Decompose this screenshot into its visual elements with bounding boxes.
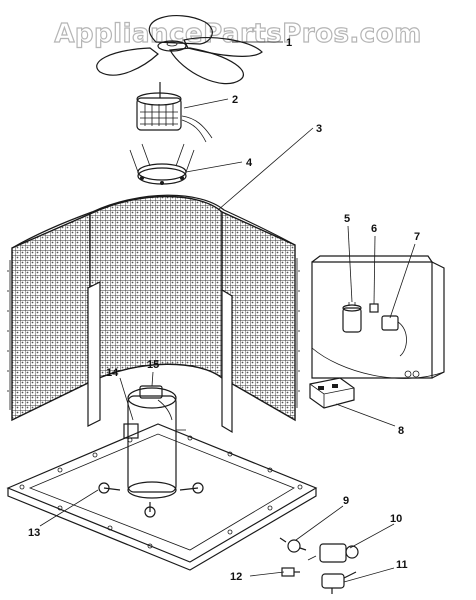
condenser-coil	[7, 194, 300, 434]
fan-blade	[96, 15, 263, 85]
callout-4: 4	[246, 157, 253, 169]
callout-6: 6	[371, 223, 377, 235]
callout-1: 1	[286, 37, 292, 49]
contactor	[309, 377, 355, 409]
callout-10: 10	[390, 513, 402, 525]
callout-13: 13	[28, 527, 40, 539]
callout-11: 11	[396, 559, 408, 571]
callout-15: 15	[147, 359, 159, 371]
motor-mount-bracket	[129, 143, 195, 185]
compressor	[103, 385, 199, 512]
service-valve-small	[279, 537, 307, 553]
callout-7: 7	[414, 231, 420, 243]
contactor-relay	[381, 315, 407, 357]
base-pan	[6, 423, 318, 571]
callout-8: 8	[398, 425, 404, 437]
fan-motor	[136, 82, 213, 143]
control-box	[311, 255, 445, 379]
callout-12: 12	[230, 571, 242, 583]
callout-9: 9	[343, 495, 349, 507]
watermark-text: AppliancePartsPros.com	[54, 19, 421, 49]
callout-2: 2	[232, 94, 238, 106]
service-valve-large	[307, 543, 359, 563]
callout-14: 14	[106, 367, 119, 379]
fitting	[281, 567, 300, 577]
run-capacitor	[342, 302, 362, 333]
service-valve-bottom	[321, 571, 357, 594]
terminal-block	[369, 303, 379, 313]
callout-5: 5	[344, 213, 350, 225]
callout-3: 3	[316, 123, 322, 135]
leader-lines	[39, 41, 416, 583]
